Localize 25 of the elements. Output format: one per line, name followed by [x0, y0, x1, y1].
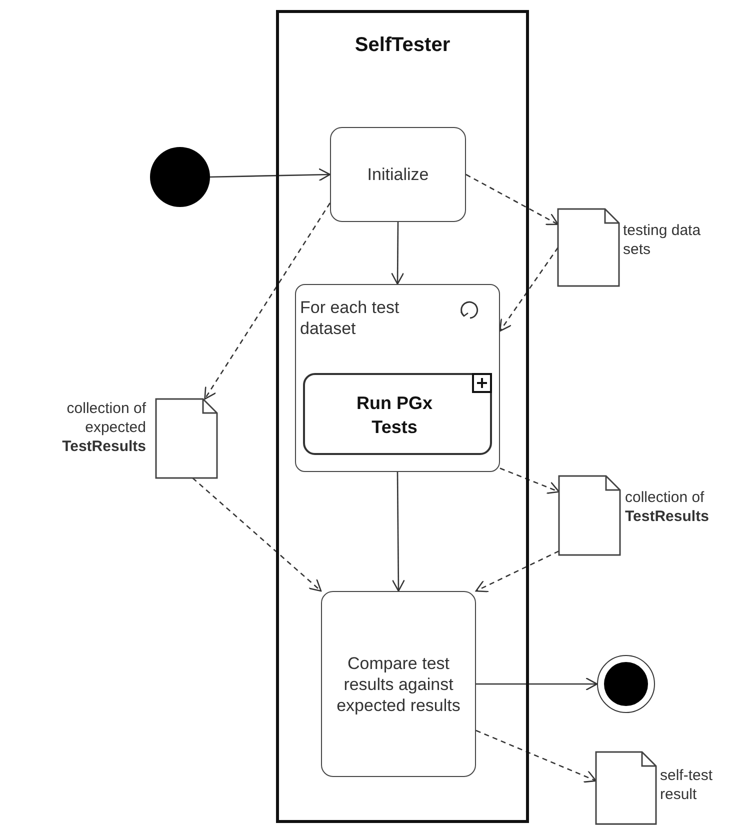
action-box [330, 127, 466, 222]
subprocess-box [302, 372, 492, 454]
arrow [390, 222, 404, 285]
arrow [192, 478, 322, 592]
arrow [499, 247, 559, 332]
action-box [321, 591, 476, 777]
arrow [476, 677, 598, 691]
arrow [210, 168, 331, 182]
arrow [392, 472, 406, 592]
arrow [204, 202, 331, 400]
loop-label: For each test dataset [300, 297, 400, 339]
lane-title: SelfTester [354, 33, 450, 57]
arrow [475, 550, 560, 592]
arrow [466, 174, 559, 226]
arrow [500, 468, 560, 494]
object-label: collection of TestResults [625, 488, 710, 526]
object-label: self-test result [660, 766, 714, 804]
subprocess-label: Run PGx Tests [355, 392, 434, 438]
object-label: testing data sets [623, 221, 702, 259]
action-label: Compare test results against expected results [336, 652, 462, 716]
swimlane [276, 10, 529, 823]
action-label: Initialize [366, 164, 430, 185]
loop-region [295, 284, 500, 472]
object-label: collection of expected TestResults [61, 399, 146, 456]
arrow [476, 730, 597, 783]
